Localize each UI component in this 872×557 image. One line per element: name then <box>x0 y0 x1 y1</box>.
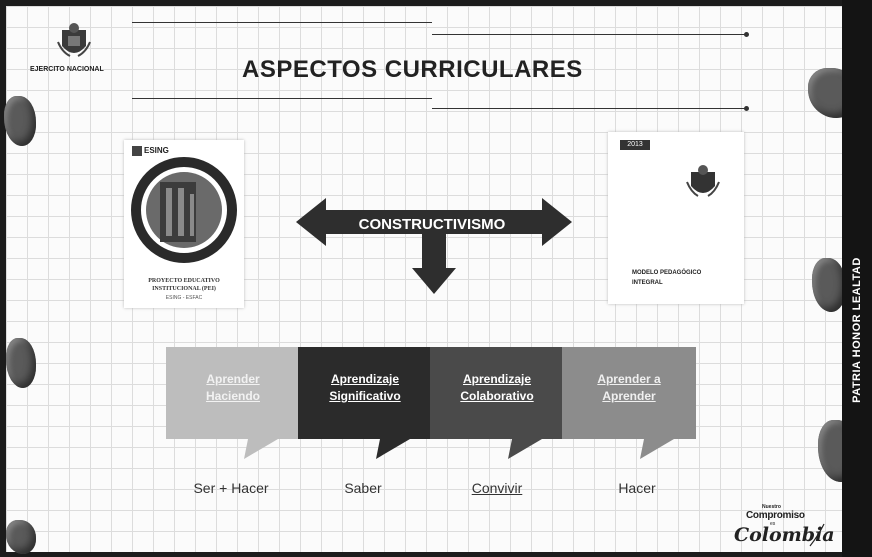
army-crest-icon <box>57 23 91 57</box>
pillar-label-line: Colaborativo <box>460 389 534 403</box>
brand-line: Nuestro <box>762 504 781 510</box>
book-cover-modelo: 2013 MODELO PEDAGÓGICO INTEGRAL <box>608 132 744 304</box>
center-concept: CONSTRUCTIVISMO <box>358 216 506 233</box>
pillar-label-line: Aprender a <box>597 372 661 386</box>
pillar-outcome: Hacer <box>618 480 656 496</box>
pillar-label-line: Significativo <box>329 389 401 403</box>
book-year: 2013 <box>620 140 650 150</box>
pillar-outcome: Ser + Hacer <box>193 480 269 496</box>
pillar-label-line: Haciendo <box>205 389 260 403</box>
callout-shape <box>562 347 696 459</box>
brand-swoosh <box>809 523 825 547</box>
book-title-line: INSTITUCIONAL (PEI) <box>152 286 216 292</box>
pillar-aprendizaje-colaborativo: Aprendizaje Colaborativo <box>430 347 564 459</box>
decorative-rock <box>6 520 36 554</box>
title-bottom-line <box>132 98 432 99</box>
pillar-aprender-haciendo: Aprender Haciendo <box>166 347 300 459</box>
pillar-label-line: Aprendizaje <box>462 372 531 386</box>
callout-shape <box>166 347 300 459</box>
title-dot <box>744 32 749 37</box>
decorative-rock <box>4 96 36 146</box>
book-title-line: PROYECTO EDUCATIVO <box>148 278 220 284</box>
sidebar <box>842 0 872 557</box>
crest-icon <box>686 165 720 197</box>
brand-line: Compromiso <box>746 510 805 521</box>
pillar-label-line: Aprendizaje <box>330 372 399 386</box>
org-name: EJERCITO NACIONAL <box>30 66 104 73</box>
pillar-aprendizaje-significativo: Aprendizaje Significativo <box>298 347 432 459</box>
brand-line: es <box>770 521 776 527</box>
brand-logo: Nuestro Compromiso es Colombia <box>726 502 835 550</box>
title-top-line <box>132 22 432 23</box>
callout-shape <box>298 347 432 459</box>
pillar-outcome: Saber <box>344 480 382 496</box>
book-badge: ESING <box>144 146 169 155</box>
brand-line: Colombia <box>734 524 835 546</box>
book-cover-pei: ESING PROYECTO EDUCATIVO INSTITUCIONAL (… <box>124 140 244 308</box>
title-bottom-line <box>432 108 746 109</box>
callout-shape <box>430 347 564 459</box>
pillar-label-line: Aprender <box>602 389 656 403</box>
book-title-line: INTEGRAL <box>632 280 663 286</box>
book-subtitle: ESING - ESFAC <box>165 295 203 301</box>
decorative-rock <box>812 258 846 312</box>
pillar-label-line: Aprender <box>206 372 260 386</box>
title-top-line <box>432 34 746 35</box>
book-cover-art <box>131 146 237 263</box>
pillar-outcome: Convivir <box>471 480 523 496</box>
sidebar-motto: PATRIA HONOR LEALTAD <box>851 257 863 403</box>
decorative-rock <box>6 338 36 388</box>
book-title-line: MODELO PEDAGÓGICO <box>632 270 702 276</box>
constructivism-arrow <box>296 198 572 294</box>
title-dot <box>744 106 749 111</box>
page-title: ASPECTOS CURRICULARES <box>242 56 583 83</box>
pillar-aprender-a-aprender: Aprender a Aprender <box>562 347 696 459</box>
